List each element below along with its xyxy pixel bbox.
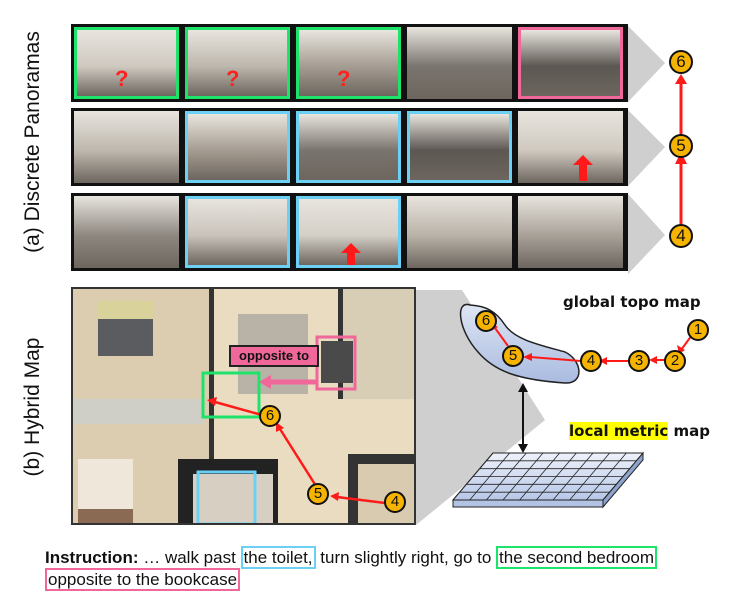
panorama-view <box>185 196 290 268</box>
question-mark-icon: ? <box>337 66 351 91</box>
panorama-view <box>296 111 401 183</box>
panorama-view <box>185 111 290 183</box>
question-mark-icon: ? <box>226 66 240 91</box>
local-metric-label: local metric map <box>569 422 710 440</box>
topo-node-3: 3 <box>628 350 650 372</box>
topo-node-2: 2 <box>664 350 686 372</box>
topo-node-6: 6 <box>475 310 497 332</box>
up-arrow-icon <box>573 155 593 181</box>
topo-arrow-5-6 <box>494 327 509 347</box>
opposite-to-label: opposite to <box>229 345 320 367</box>
panorama-row-1: ??? <box>71 24 628 102</box>
instruction-toilet: the toilet, <box>240 546 316 569</box>
question-mark-icon: ? <box>115 66 129 91</box>
panorama-view <box>518 27 623 99</box>
panorama-row-3 <box>71 193 628 271</box>
wedge-row-3 <box>628 194 665 274</box>
opposite-arrowhead <box>259 375 271 389</box>
wedge-hybrid <box>416 290 545 525</box>
panorama-view <box>407 111 512 183</box>
panorama-view <box>407 196 512 268</box>
bookcase <box>321 341 353 383</box>
global-topo-label: global topo map <box>563 293 701 311</box>
topo-node-1: 1 <box>687 319 709 341</box>
toilet-highlight-box <box>196 470 257 523</box>
map-node-4: 4 <box>384 491 406 513</box>
chain-node-5: 5 <box>669 134 693 158</box>
local-metric-highlight: local metric <box>569 422 669 440</box>
panorama-view <box>518 111 623 183</box>
instruction-bedroom: the second bedroom <box>496 546 658 569</box>
arrowhead-5 <box>675 152 687 164</box>
up-arrow-icon <box>341 243 361 265</box>
panorama-view <box>407 27 512 99</box>
instruction-part-2: turn slightly right, go to <box>315 548 497 567</box>
chain-node-4: 4 <box>669 224 693 248</box>
panorama-view <box>296 196 401 268</box>
map-node-5: 5 <box>307 483 329 505</box>
panorama-view <box>74 111 179 183</box>
wall-vertical <box>209 289 214 464</box>
chain-node-6: 6 <box>669 50 693 74</box>
path-4-to-5 <box>336 495 386 505</box>
panorama-view <box>518 196 623 268</box>
topo-node-4: 4 <box>580 350 602 372</box>
instruction-text: Instruction: … walk past the toilet, tur… <box>45 546 735 591</box>
bed-mid <box>73 399 203 424</box>
instruction-part-1: … walk past <box>138 548 241 567</box>
panorama-view <box>74 196 179 268</box>
topo-arrow-4-5 <box>529 356 582 362</box>
hybrid-floor-plan: opposite to 6 5 4 <box>71 287 416 525</box>
path-5-to-6 <box>278 428 318 487</box>
wedge-row-2 <box>628 110 665 186</box>
instruction-label: Instruction: <box>45 548 139 567</box>
panorama-view: ? <box>296 27 401 99</box>
panorama-view: ? <box>185 27 290 99</box>
bedroom-highlight-box <box>201 371 261 419</box>
local-metric-rest: map <box>668 422 710 440</box>
wedge-row-1 <box>628 26 665 102</box>
panorama-view: ? <box>74 27 179 99</box>
topo-node-5: 5 <box>502 345 524 367</box>
map-node-6: 6 <box>259 405 281 427</box>
instruction-bookcase: opposite to the bookcase <box>45 568 241 591</box>
local-metric-grid <box>451 451 645 509</box>
arrowhead-6 <box>675 74 687 84</box>
panorama-row-2 <box>71 108 628 186</box>
